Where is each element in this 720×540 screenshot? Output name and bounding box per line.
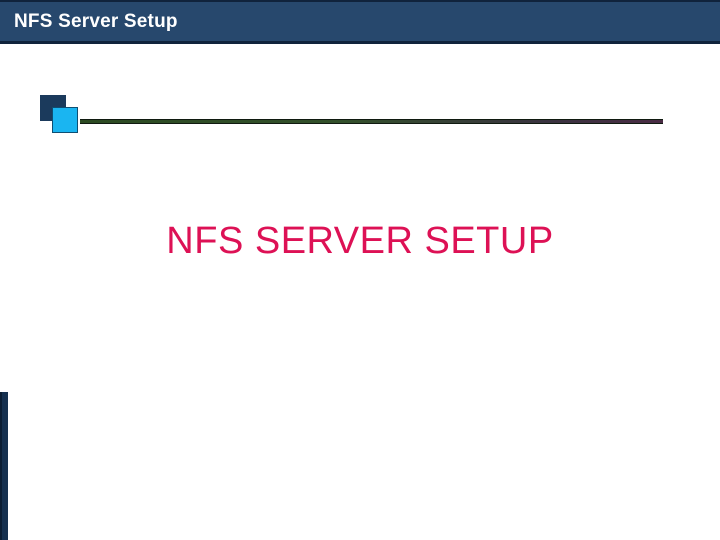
slide-header-title: NFS Server Setup <box>14 11 178 32</box>
left-accent-bar <box>0 392 8 540</box>
cyan-square-icon <box>52 107 78 133</box>
slide-main-title: NFS SERVER SETUP <box>166 220 554 262</box>
slide-header-bar: NFS Server Setup <box>0 0 720 44</box>
horizontal-rule-divider <box>80 119 663 124</box>
